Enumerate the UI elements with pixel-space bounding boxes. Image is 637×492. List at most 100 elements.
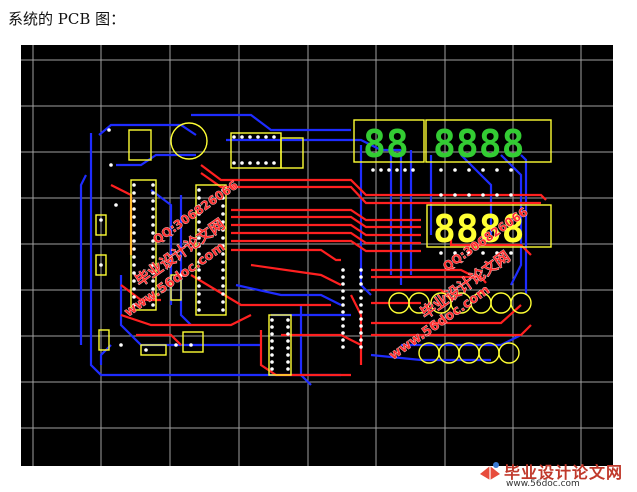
pad bbox=[221, 252, 225, 256]
pad bbox=[114, 203, 118, 207]
pad bbox=[248, 161, 252, 165]
pad bbox=[197, 252, 201, 256]
pad bbox=[272, 135, 276, 139]
pad bbox=[270, 339, 274, 343]
pad bbox=[495, 251, 499, 255]
pad bbox=[132, 303, 136, 307]
pad bbox=[221, 196, 225, 200]
pad bbox=[197, 308, 201, 312]
pad bbox=[509, 251, 513, 255]
pad bbox=[403, 168, 407, 172]
pad bbox=[132, 215, 136, 219]
pad bbox=[132, 263, 136, 267]
bottom-layer-traces bbox=[79, 113, 528, 386]
pad bbox=[359, 324, 363, 328]
pad bbox=[453, 168, 457, 172]
pad bbox=[359, 303, 363, 307]
pad bbox=[495, 168, 499, 172]
pad bbox=[371, 168, 375, 172]
pad bbox=[359, 338, 363, 342]
pad bbox=[453, 251, 457, 255]
pad bbox=[270, 346, 274, 350]
pad bbox=[439, 251, 443, 255]
pad bbox=[359, 289, 363, 293]
pad bbox=[341, 324, 345, 328]
pad bbox=[221, 292, 225, 296]
pad bbox=[132, 239, 136, 243]
pad bbox=[481, 251, 485, 255]
pad bbox=[341, 331, 345, 335]
pad bbox=[197, 212, 201, 216]
display-digits-left: 88 bbox=[363, 122, 409, 166]
seven-segment-display-green-left: 88 bbox=[363, 122, 409, 166]
pad bbox=[197, 300, 201, 304]
pad bbox=[197, 188, 201, 192]
seven-segment-display-green-right: 8888 bbox=[433, 122, 525, 166]
pad bbox=[359, 275, 363, 279]
pad bbox=[453, 193, 457, 197]
pad bbox=[286, 325, 290, 329]
pad bbox=[270, 332, 274, 336]
page-caption: 系统的 PCB 图： bbox=[8, 10, 126, 28]
pad bbox=[467, 168, 471, 172]
component-pads bbox=[99, 128, 513, 371]
logo-site-name: 毕业设计论文网 bbox=[504, 463, 624, 482]
pad bbox=[221, 204, 225, 208]
pad bbox=[341, 310, 345, 314]
pad bbox=[151, 303, 155, 307]
pad bbox=[481, 168, 485, 172]
pad bbox=[151, 191, 155, 195]
pad bbox=[132, 207, 136, 211]
pad bbox=[221, 276, 225, 280]
pad bbox=[107, 128, 111, 132]
pad bbox=[240, 161, 244, 165]
pad bbox=[467, 193, 471, 197]
pad bbox=[341, 282, 345, 286]
pad bbox=[197, 220, 201, 224]
pad bbox=[197, 236, 201, 240]
pad bbox=[495, 193, 499, 197]
pad bbox=[264, 135, 268, 139]
pad bbox=[359, 296, 363, 300]
pad bbox=[132, 271, 136, 275]
pad bbox=[132, 255, 136, 259]
pad bbox=[151, 199, 155, 203]
pad bbox=[379, 168, 383, 172]
pad bbox=[119, 343, 123, 347]
pad bbox=[221, 300, 225, 304]
pad bbox=[270, 318, 274, 322]
pad bbox=[341, 345, 345, 349]
pad bbox=[197, 196, 201, 200]
pad bbox=[197, 268, 201, 272]
pad bbox=[197, 276, 201, 280]
site-logo: 毕业设计论文网 www.56doc.com bbox=[478, 458, 636, 492]
pad bbox=[221, 244, 225, 248]
pad bbox=[132, 287, 136, 291]
pad bbox=[395, 168, 399, 172]
logo-site-url: www.56doc.com bbox=[506, 479, 580, 489]
pcb-grid bbox=[21, 45, 613, 466]
pad bbox=[221, 308, 225, 312]
pad bbox=[264, 161, 268, 165]
pad bbox=[270, 353, 274, 357]
pad bbox=[151, 287, 155, 291]
pad bbox=[99, 263, 103, 267]
pad bbox=[341, 338, 345, 342]
pad bbox=[286, 346, 290, 350]
pad bbox=[151, 215, 155, 219]
pad bbox=[197, 204, 201, 208]
pad bbox=[221, 284, 225, 288]
pad bbox=[132, 223, 136, 227]
display-digits-lower: 8888 bbox=[433, 207, 525, 251]
display-digits-right: 8888 bbox=[433, 122, 525, 166]
pad bbox=[132, 247, 136, 251]
pad bbox=[411, 168, 415, 172]
pad bbox=[132, 191, 136, 195]
pad bbox=[359, 282, 363, 286]
pad bbox=[189, 343, 193, 347]
pad bbox=[151, 239, 155, 243]
pad bbox=[179, 273, 183, 277]
pad bbox=[151, 207, 155, 211]
pad bbox=[151, 247, 155, 251]
pad bbox=[151, 271, 155, 275]
